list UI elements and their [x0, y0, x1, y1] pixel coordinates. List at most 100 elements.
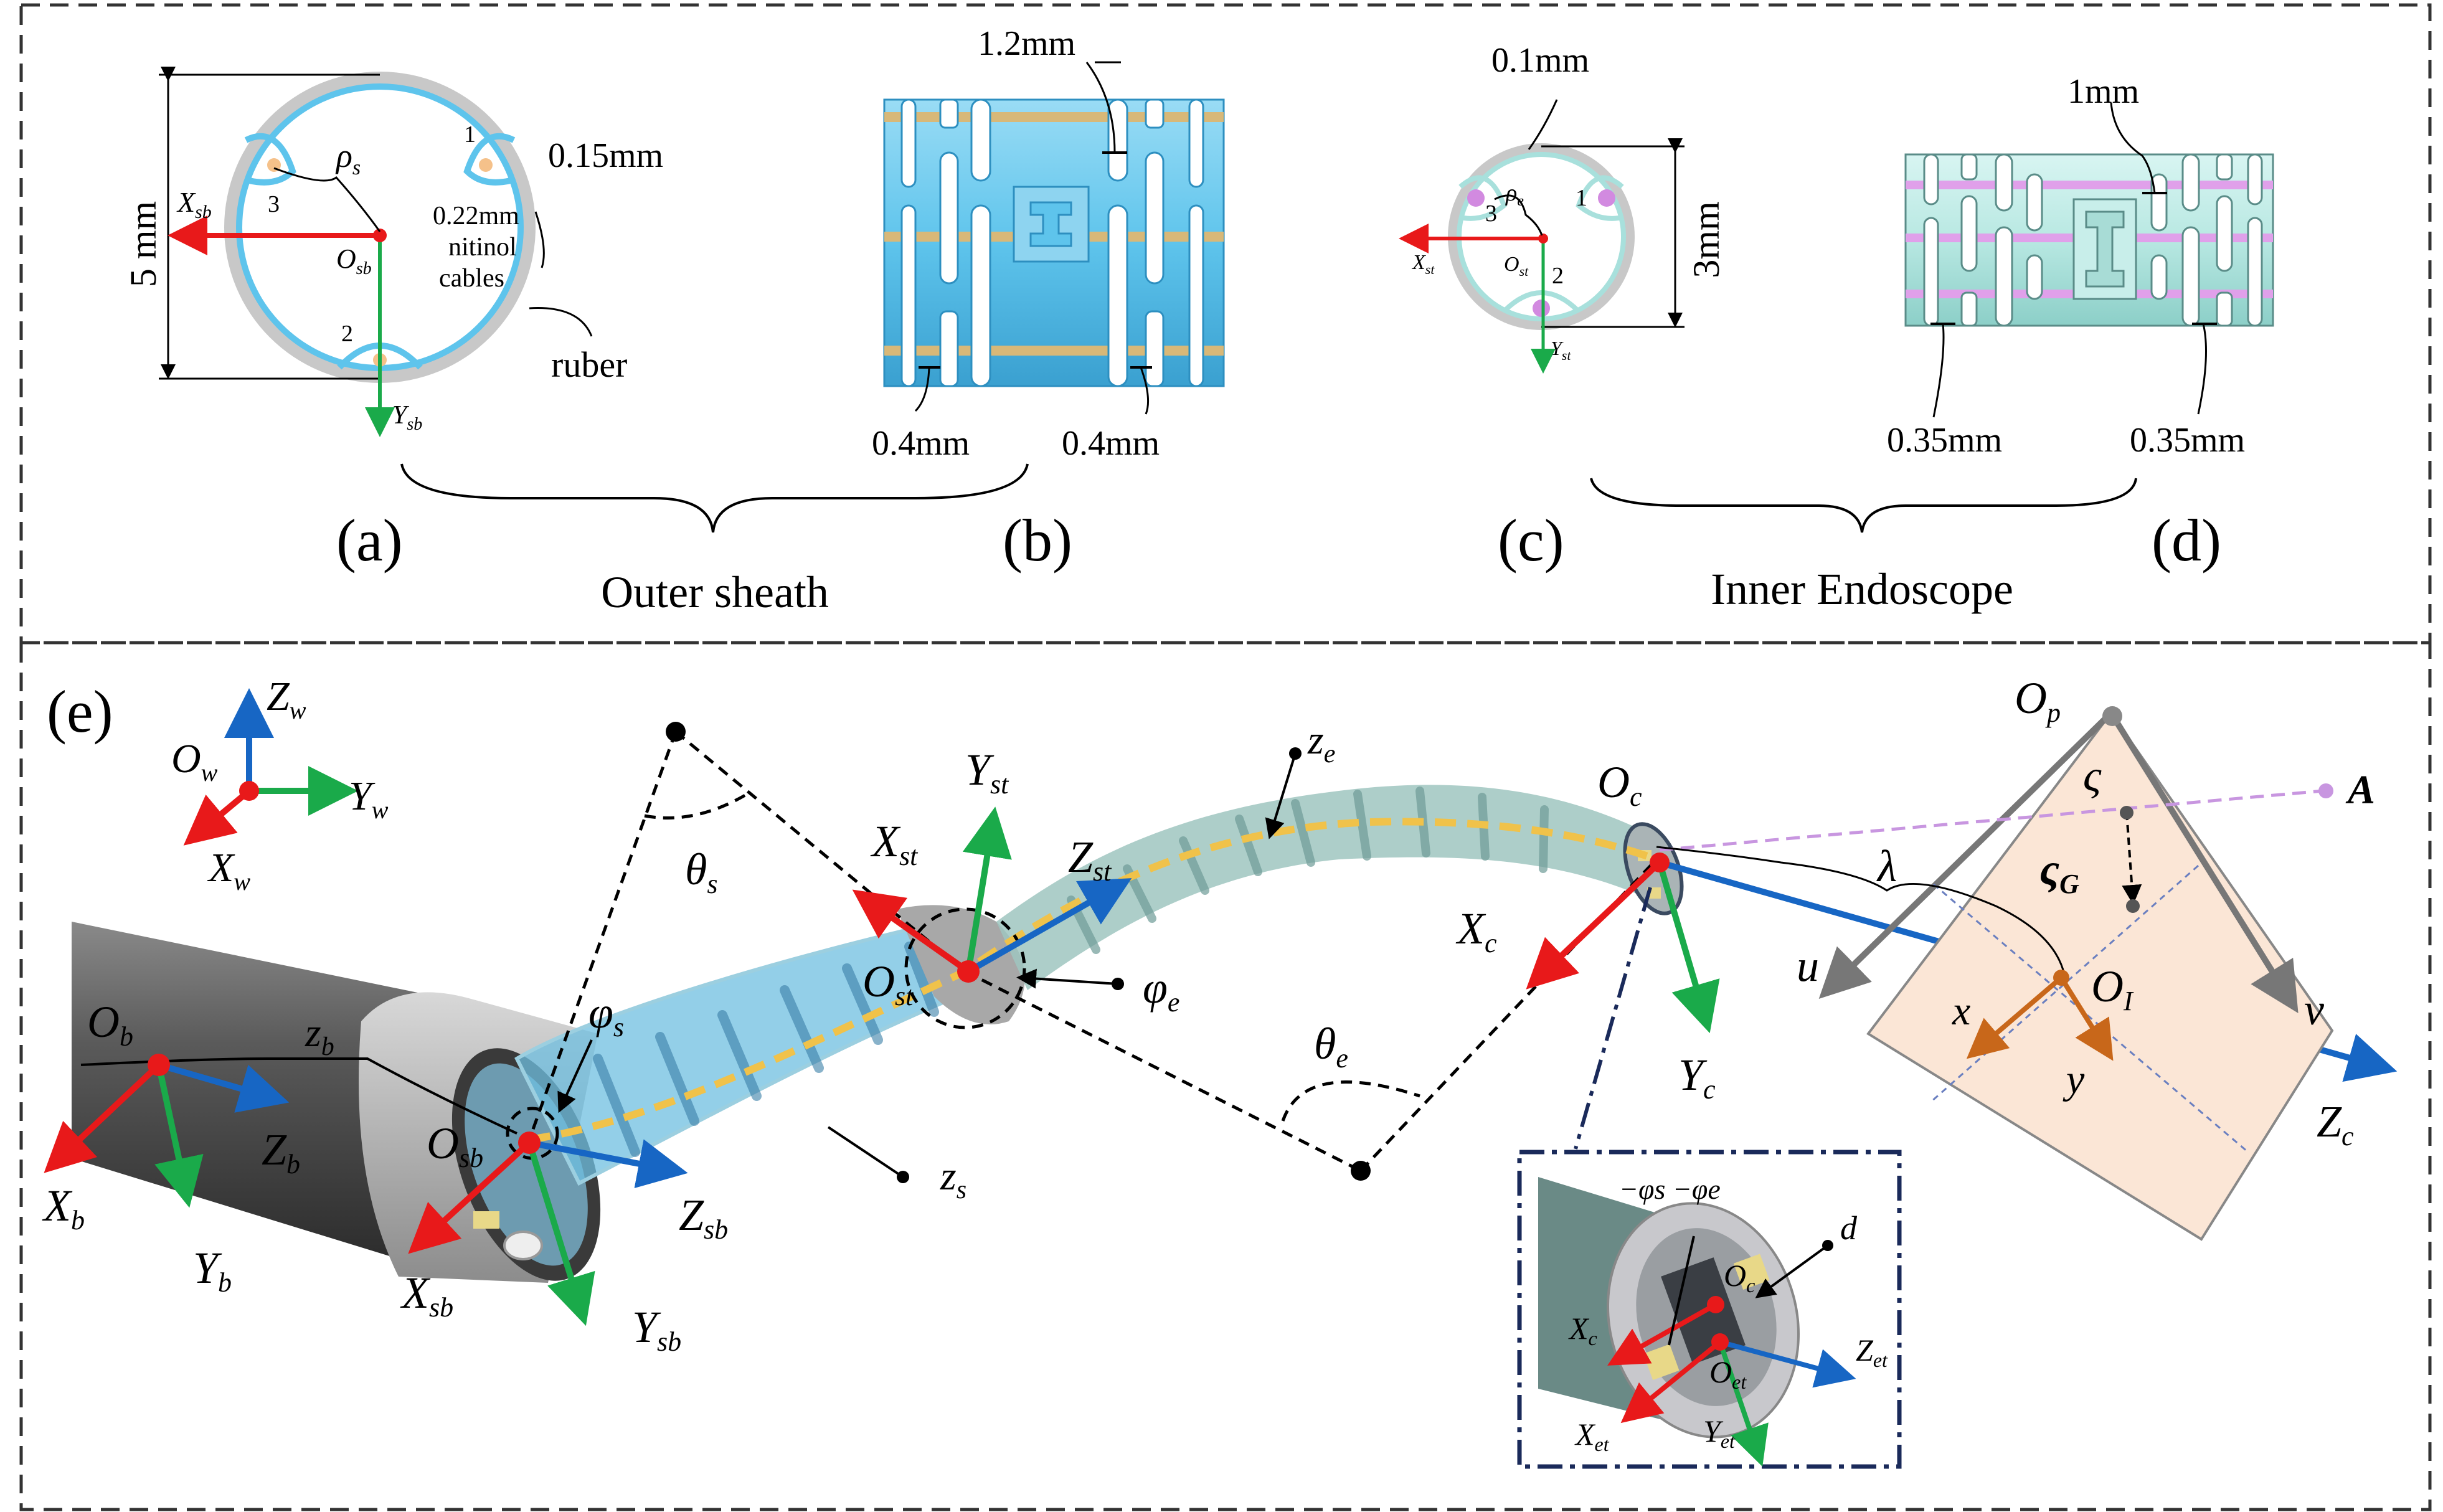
point-a-label: A — [2345, 767, 2375, 813]
world-frame — [183, 688, 358, 846]
panel-a-cross-section — [159, 67, 593, 437]
x-axis-label: Xsb — [176, 186, 212, 222]
origin-label: Osb — [336, 243, 372, 278]
world-origin-label: Ow — [171, 736, 218, 787]
panel-c-label: (c) — [1498, 507, 1564, 574]
sheath-tip-z-label: Zst — [1068, 832, 1112, 887]
cable-word1-label: nitinol — [448, 233, 517, 262]
inner-diameter-label: 3mm — [1686, 201, 1727, 278]
camera-x-label: Xc — [1455, 904, 1497, 958]
sheath-base-x-label: Xsb — [400, 1268, 453, 1323]
phi-s-label: φs — [588, 988, 624, 1042]
inset-d-label: d — [1840, 1209, 1858, 1247]
origin-point — [373, 229, 387, 242]
panel-b-label: (b) — [1003, 507, 1072, 574]
camera-origin-label: Oc — [1597, 757, 1642, 812]
sheath-tip-x-label: Xst — [870, 816, 919, 871]
inner-origin-label: Ost — [1504, 253, 1529, 279]
inset-oc-label: Oc — [1724, 1258, 1755, 1297]
outer-sheath-label: Outer sheath — [601, 567, 829, 617]
y-axis-label: Ysb — [392, 401, 422, 434]
inner-y-axis-label: Yst — [1551, 337, 1571, 363]
sheath-tip-frame — [852, 806, 1132, 983]
panel-d-label: (d) — [2152, 507, 2221, 574]
image-x-label: x — [1952, 988, 1970, 1034]
rho-e-label: ρe — [1505, 180, 1524, 209]
inner-endoscope-brace — [1590, 478, 2137, 533]
panel-c-cross-section — [1399, 99, 1685, 374]
theta-e-label: θe — [1314, 1019, 1348, 1074]
panel-d-endoscope-segment — [1904, 102, 2274, 418]
inset-xc-label: Xc — [1568, 1311, 1597, 1349]
image-plane — [1656, 706, 2334, 1241]
inner-x-axis-label: Xst — [1411, 251, 1435, 277]
inner-hole1-label: 1 — [1576, 185, 1587, 211]
panel-e-label: (e) — [47, 678, 113, 745]
cable-size-label: 0.22mm — [433, 202, 519, 230]
world-z-label: Zw — [267, 674, 306, 724]
endoscope-slot-label: 1mm — [2067, 72, 2139, 111]
sheath-inner-area — [238, 85, 522, 369]
inset-xet-label: Xet — [1574, 1417, 1610, 1455]
base-x-label: Xb — [42, 1181, 85, 1236]
camera-y-label: Yc — [1678, 1050, 1716, 1105]
right-gap-label: 0.4mm — [1062, 424, 1160, 463]
bottom-panel-frame — [19, 641, 2432, 1511]
inset-zet-label: Zet — [1856, 1333, 1888, 1371]
cable-hole-1 — [479, 158, 493, 172]
world-y-label: Yw — [349, 773, 389, 824]
endoscope-right-gap-label: 0.35mm — [2130, 421, 2245, 460]
image-origin-label: OI — [2091, 962, 2134, 1016]
outer-sheath-body — [514, 905, 1027, 1186]
plane-u-label: u — [1797, 941, 1819, 991]
base-z-label: Zb — [262, 1125, 300, 1179]
endoscope-bending-center — [1351, 1161, 1371, 1181]
sheath-base-y-label: Ysb — [632, 1302, 681, 1357]
hole3-label: 3 — [268, 191, 280, 217]
sheath-base-frame — [408, 1132, 688, 1326]
hole2-label: 2 — [341, 321, 353, 347]
inset-oet-label: Oet — [1709, 1354, 1747, 1393]
zs-label: zs — [940, 1153, 966, 1204]
inner-thickness-label: 0.1mm — [1491, 41, 1589, 80]
outer-sheath-brace — [400, 463, 1029, 533]
inset-yet-label: Yet — [1703, 1414, 1736, 1452]
base-frame — [44, 1054, 290, 1208]
plane-v-label: v — [2304, 985, 2324, 1034]
panel-a-label: (a) — [336, 507, 403, 574]
left-gap-label: 0.4mm — [872, 424, 970, 463]
cable-word2-label: cables — [439, 264, 504, 293]
sheath-base-z-label: Zsb — [679, 1190, 728, 1245]
world-x-label: Xw — [207, 845, 250, 895]
inset-angle-label: −φs −φe — [1619, 1173, 1721, 1205]
sheath-tip-origin-label: Ost — [862, 957, 914, 1011]
backbone-curve — [529, 818, 1658, 1143]
point-a — [2318, 783, 2333, 798]
lambda-label: λ — [1876, 841, 1897, 891]
zb-label: zb — [305, 1010, 334, 1061]
inner-hole3-label: 3 — [1485, 201, 1497, 227]
ze-label: ze — [1307, 717, 1335, 768]
base-origin-label: Ob — [87, 997, 133, 1052]
varsigma-g-label: ςG — [2039, 844, 2079, 899]
varsigma-label: ς — [2083, 751, 2102, 801]
theta-s-label: θs — [685, 844, 718, 899]
diameter-label: 5 mm — [123, 201, 164, 287]
inner-hole2-label: 2 — [1552, 263, 1564, 289]
phi-e-label: φe — [1143, 963, 1179, 1018]
rho-label: ρs — [335, 137, 361, 179]
sheath-base-origin-label: Osb — [427, 1118, 483, 1173]
sheath-bending-center — [666, 722, 686, 742]
inset-pointer — [1574, 887, 1652, 1150]
camera-z-label: Zc — [2317, 1097, 2354, 1151]
slot-width-label: 1.2mm — [978, 24, 1075, 63]
panel-b-sheath-segment — [883, 61, 1225, 415]
hole1-label: 1 — [464, 121, 476, 148]
material-label: ruber — [551, 344, 627, 385]
sheath-tip-y-label: Yst — [965, 745, 1009, 800]
inner-endoscope-label: Inner Endoscope — [1711, 564, 2013, 614]
image-y-label: y — [2063, 1057, 2085, 1102]
endoscope-left-gap-label: 0.35mm — [1887, 421, 2002, 460]
tip-inset — [1517, 1150, 1902, 1469]
